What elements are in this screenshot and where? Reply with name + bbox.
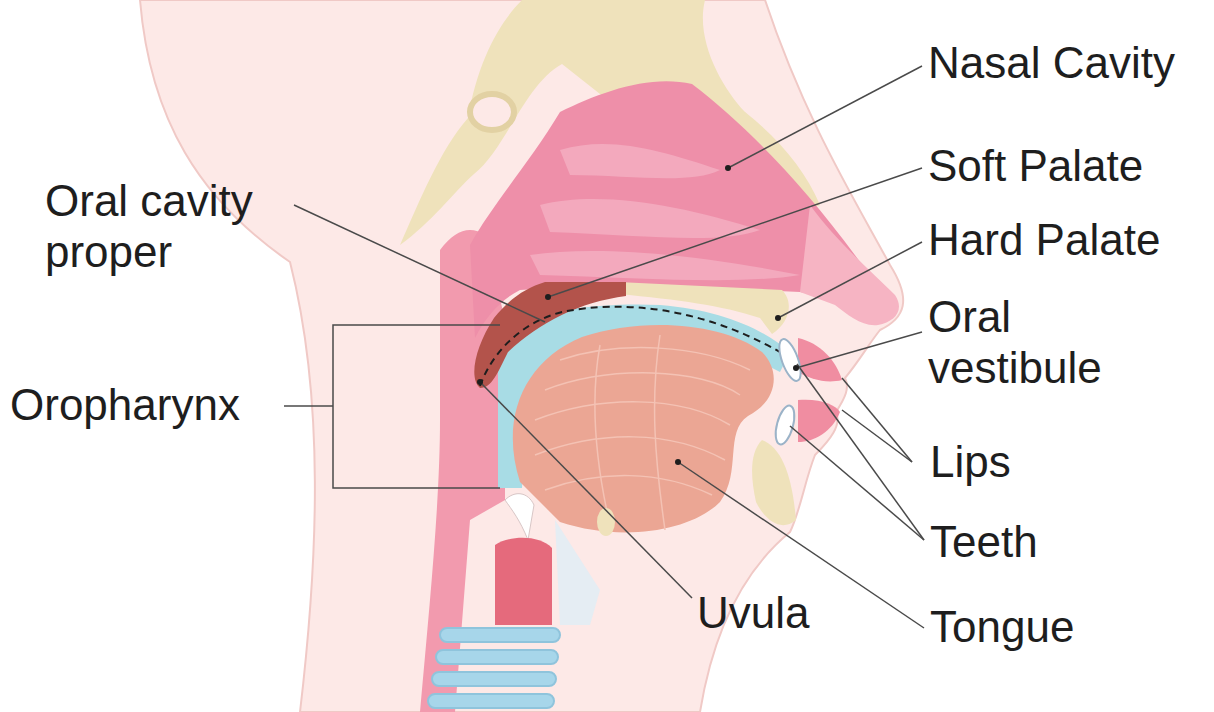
mandible <box>752 440 796 525</box>
upper-incisor <box>775 337 805 384</box>
part-label: Uvula <box>697 588 810 639</box>
part-label: Hard Palate <box>928 215 1160 266</box>
part-label: Soft Palate <box>928 141 1143 192</box>
epiglottis <box>505 494 534 540</box>
part-label: Teeth <box>930 517 1038 568</box>
part-label: Lips <box>930 437 1011 488</box>
part-label: Nasal Cavity <box>928 38 1175 89</box>
trachea-rings <box>428 628 560 708</box>
lower-lip <box>798 400 840 442</box>
part-label: Oral cavity proper <box>45 176 285 277</box>
part-label: Tongue <box>930 602 1074 653</box>
nose <box>800 205 899 325</box>
lower-incisor <box>772 404 798 447</box>
head-skin <box>140 0 903 712</box>
leader-lines <box>284 66 924 628</box>
hyoid-bone <box>597 508 615 536</box>
nasal-concha <box>540 199 760 238</box>
sella-turcica <box>470 94 514 130</box>
larynx <box>495 538 552 625</box>
nasal-concha <box>560 144 720 178</box>
part-label: Oropharynx <box>10 380 240 431</box>
thyroid-cartilage <box>555 520 600 625</box>
tongue <box>513 325 774 532</box>
leader-dots <box>477 165 799 465</box>
tongue-striations <box>535 335 750 530</box>
nasal-concha <box>530 251 800 280</box>
part-label: Oral vestibule <box>928 292 1128 393</box>
